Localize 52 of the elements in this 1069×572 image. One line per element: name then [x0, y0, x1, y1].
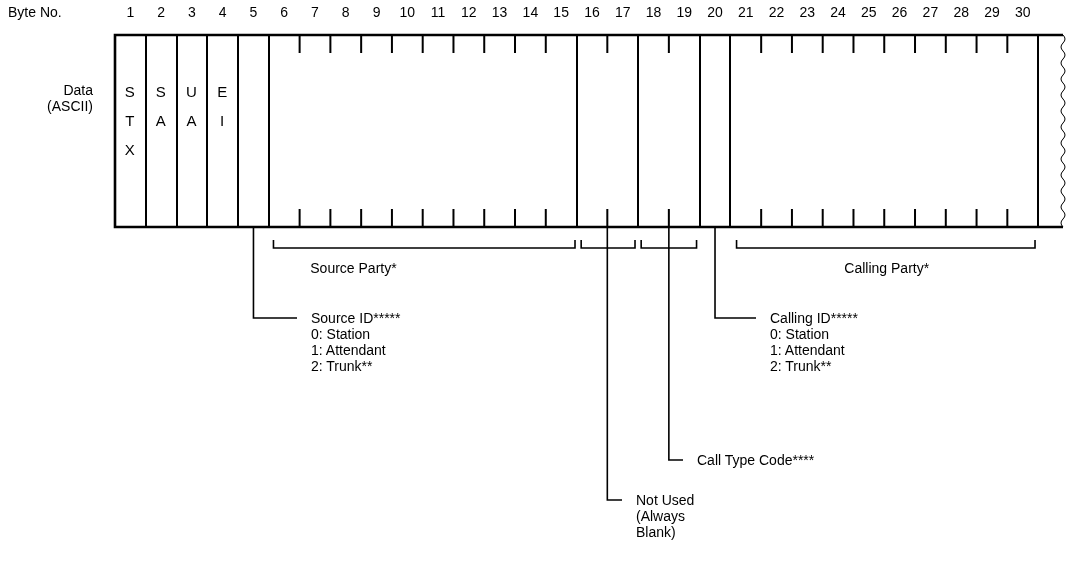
row-heading: Data (ASCII) — [46, 82, 93, 114]
byte-number: 24 — [829, 4, 847, 20]
byte-number: 11 — [429, 4, 447, 20]
byte-number: 28 — [952, 4, 970, 20]
field-code: SA — [154, 82, 167, 131]
byte-number: 22 — [767, 4, 786, 20]
byte-number: 23 — [798, 4, 817, 20]
field-code: EI — [216, 82, 229, 131]
code-value: 1: Attendant — [770, 342, 846, 358]
leader-line — [668, 226, 684, 461]
field-description: Call Type Code**** — [697, 452, 815, 468]
field-code: UA — [185, 82, 198, 131]
byte-number: 5 — [248, 4, 259, 20]
leader-line — [714, 226, 757, 319]
byte-number: 8 — [340, 4, 351, 20]
byte-number: 29 — [983, 4, 1001, 20]
byte-number: 21 — [737, 4, 755, 20]
leader-line — [606, 226, 623, 501]
byte-number: 17 — [613, 4, 632, 20]
byte-number: 13 — [490, 4, 509, 20]
code-value: 0: Station — [311, 326, 372, 342]
field-code: STX — [123, 82, 136, 160]
code-value: 0: Station — [770, 326, 831, 342]
field-group-label: Source Party* — [309, 260, 398, 276]
byte-number: 7 — [310, 4, 320, 20]
byte-number: 16 — [583, 4, 601, 20]
leader-line — [252, 226, 298, 319]
byte-number: 3 — [187, 4, 197, 20]
byte-number: 30 — [1013, 4, 1032, 20]
byte-number: 18 — [644, 4, 663, 20]
byte-number: 27 — [921, 4, 940, 20]
byte-number: 2 — [156, 4, 167, 20]
field-description: Source ID***** — [311, 310, 401, 326]
byte-number: 25 — [860, 4, 878, 20]
byte-number: 15 — [552, 4, 570, 20]
field-group-label: Calling Party* — [843, 260, 931, 276]
byte-number: 20 — [706, 4, 724, 20]
byte-number: 12 — [460, 4, 478, 20]
code-value: 2: Trunk** — [311, 358, 374, 374]
byte-number: 9 — [371, 4, 382, 20]
byte-number: 14 — [521, 4, 540, 20]
byte-number: 10 — [398, 4, 417, 20]
row-heading: Byte No. — [8, 4, 63, 20]
byte-number: 4 — [217, 4, 228, 20]
byte-number: 19 — [675, 4, 693, 20]
byte-number: 26 — [890, 4, 909, 20]
code-value: 2: Trunk** — [770, 358, 833, 374]
field-description: Not Used (Always Blank) — [636, 492, 696, 540]
byte-number: 6 — [279, 4, 290, 20]
byte-number: 1 — [125, 4, 136, 20]
field-description: Calling ID***** — [770, 310, 858, 326]
code-value: 1: Attendant — [311, 342, 387, 358]
